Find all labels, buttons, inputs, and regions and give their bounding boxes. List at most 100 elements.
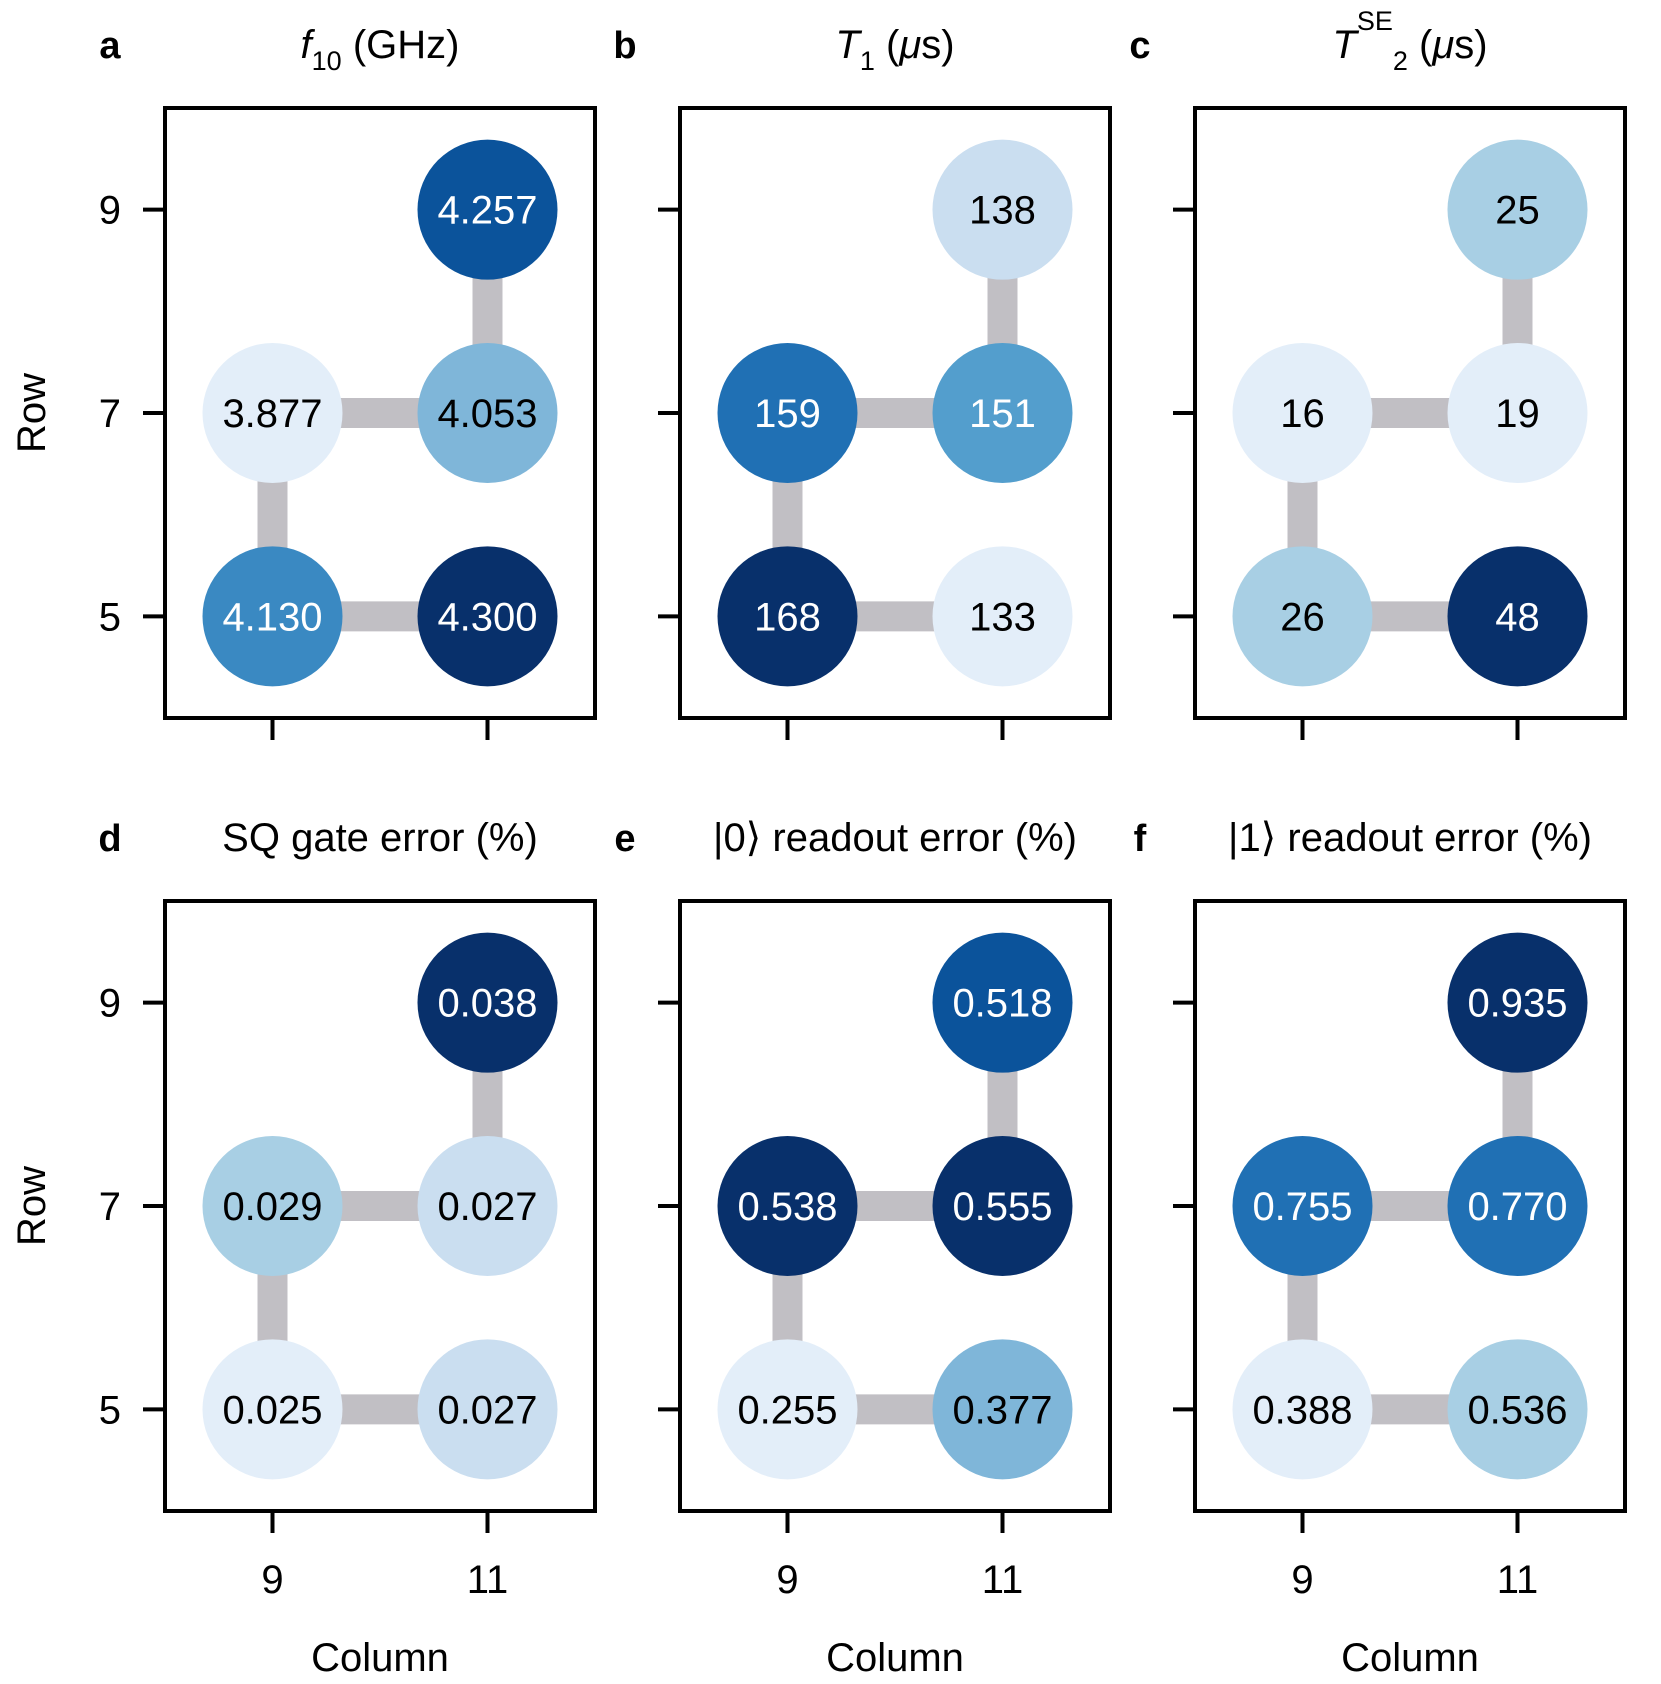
qubit-value-label: 3.877 (222, 392, 322, 436)
qubit-value-label: 4.130 (222, 595, 322, 639)
qubit-node (1447, 139, 1588, 280)
panel-title-part: |1⟩ readout error (%) (1228, 816, 1592, 860)
qubit-node (417, 1136, 558, 1276)
x-tick-label: 9 (261, 1558, 283, 1602)
qubit-value-label: 0.538 (737, 1185, 837, 1229)
qubit-node (932, 546, 1073, 687)
qubit-value-label: 4.300 (437, 595, 537, 639)
qubit-value-label: 4.053 (437, 392, 537, 436)
qubit-value-label: 0.029 (222, 1185, 322, 1229)
panel-title-part: (GHz) (342, 23, 460, 67)
qubit-node (202, 343, 343, 483)
qubit-value-label: 16 (1280, 392, 1325, 436)
panel-letter: b (613, 25, 636, 67)
x-tick-label: 9 (776, 1558, 798, 1602)
panel-e: e |0⟩ readout error (%) 0.518 0.538 0.555 0.2… (614, 816, 1112, 1680)
qubit-node (932, 343, 1073, 483)
panel-title: T1 (μs) (835, 23, 954, 76)
y-tick-label: 9 (99, 982, 121, 1026)
panel-title-part: 2 (1393, 46, 1408, 76)
panel-title-part: T (835, 23, 862, 67)
qubit-value-label: 0.388 (1252, 1388, 1352, 1432)
x-tick-label: 9 (1291, 1558, 1313, 1602)
qubit-node (417, 546, 558, 687)
qubit-node (1447, 1339, 1588, 1480)
panel-letter: f (1134, 818, 1147, 860)
qubit-value-label: 19 (1495, 392, 1540, 436)
y-axis-label: Row (10, 373, 54, 453)
qubit-value-label: 133 (969, 595, 1036, 639)
qubit-node (717, 1136, 858, 1276)
qubit-node (1232, 1136, 1373, 1276)
qubit-value-label: 0.025 (222, 1388, 322, 1432)
qubit-node (932, 139, 1073, 280)
panel-title: |0⟩ readout error (%) (713, 816, 1077, 860)
qubit-node (417, 932, 558, 1073)
qubit-value-label: 0.255 (737, 1388, 837, 1432)
qubit-node (1232, 1339, 1373, 1480)
panel-letter: d (98, 818, 121, 860)
qubit-node (932, 1136, 1073, 1276)
qubit-value-label: 25 (1495, 189, 1540, 233)
x-tick-label: 11 (467, 1558, 509, 1602)
qubit-value-label: 0.518 (952, 982, 1052, 1026)
panel-letter: a (99, 25, 121, 67)
qubit-node (1232, 546, 1373, 687)
qubit-node (417, 343, 558, 483)
panel-f: f |1⟩ readout error (%) 0.935 0.755 0.770 0.3… (1134, 816, 1627, 1680)
y-axis-label: Row (10, 1166, 54, 1246)
x-tick-label: 11 (982, 1558, 1024, 1602)
panel-c: c TSE2 (μs) 25 16 19 26 48 (1129, 6, 1627, 740)
qubit-value-label: 151 (969, 392, 1036, 436)
panel-title-part: |0⟩ readout error (%) (713, 816, 1077, 860)
qubit-node (717, 546, 858, 687)
qubit-node (202, 546, 343, 687)
panel-title-part: SE (1357, 6, 1393, 36)
qubit-node (202, 1339, 343, 1480)
panel-title-part: SQ gate error (%) (222, 816, 538, 860)
panel-letter: e (614, 818, 635, 860)
qubit-value-label: 168 (754, 595, 821, 639)
qubit-value-label: 159 (754, 392, 821, 436)
qubit-value-label: 0.536 (1467, 1388, 1567, 1432)
qubit-node (932, 1339, 1073, 1480)
panel-title-part: ( (1408, 23, 1433, 67)
qubit-node (1447, 343, 1588, 483)
panel-title-part: ( (875, 23, 900, 67)
panel-title-part: μ (898, 23, 921, 67)
qubit-node (417, 1339, 558, 1480)
qubit-node (417, 139, 558, 280)
qubit-value-label: 0.027 (437, 1388, 537, 1432)
qubit-value-label: 0.755 (1252, 1185, 1352, 1229)
qubit-value-label: 0.935 (1467, 982, 1567, 1026)
x-tick-label: 11 (1497, 1558, 1539, 1602)
panel-title: TSE2 (μs) (1332, 6, 1487, 76)
y-tick-label: 7 (99, 392, 121, 436)
panel-title-part: s) (1454, 23, 1487, 67)
qubit-value-label: 138 (969, 189, 1036, 233)
qubit-node (1447, 1136, 1588, 1276)
qubit-value-label: 0.555 (952, 1185, 1052, 1229)
panel-title-part: 1 (860, 46, 875, 76)
x-axis-label: Column (311, 1636, 449, 1680)
panel-title-part: s) (921, 23, 954, 67)
qubit-value-label: 0.770 (1467, 1185, 1567, 1229)
panel-title: SQ gate error (%) (222, 816, 538, 860)
qubit-node (202, 1136, 343, 1276)
panel-title-part: T (1332, 23, 1359, 67)
x-axis-label: Column (826, 1636, 964, 1680)
panel-b: b T1 (μs) 138 159 151 168 133 (613, 23, 1112, 740)
qubit-node (932, 932, 1073, 1073)
panel-title-part: μ (1431, 23, 1454, 67)
qubit-value-label: 48 (1495, 595, 1540, 639)
qubit-value-label: 0.027 (437, 1185, 537, 1229)
panel-title: |1⟩ readout error (%) (1228, 816, 1592, 860)
qubit-value-label: 26 (1280, 595, 1325, 639)
qubit-node (1232, 343, 1373, 483)
y-tick-label: 7 (99, 1185, 121, 1229)
qubit-value-label: 0.377 (952, 1388, 1052, 1432)
panel-letter: c (1129, 25, 1150, 67)
